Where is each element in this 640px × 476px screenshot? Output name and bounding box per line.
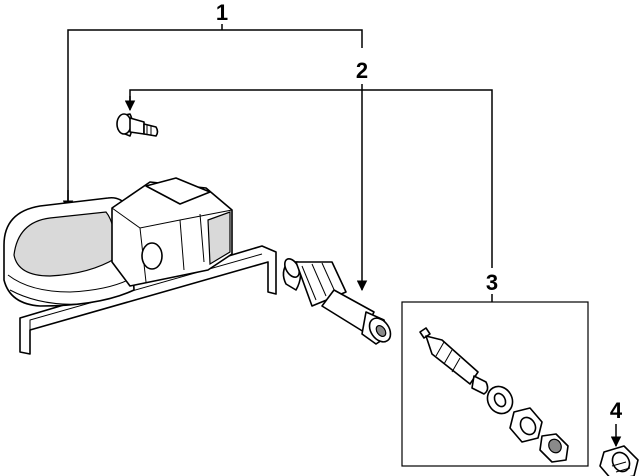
sensor-screw: [116, 113, 159, 137]
callout-2-group: 2: [124, 58, 493, 292]
valve-service-kit: [419, 327, 569, 463]
callout-1-leader: [67, 29, 363, 210]
callout-1-label: 1: [216, 0, 228, 25]
callout-3-group: 3: [401, 270, 589, 467]
callout-2-label: 2: [356, 58, 368, 83]
callout-1-group: 1: [62, 0, 363, 212]
service-kit-box: [401, 301, 589, 467]
valve-cap: [599, 445, 639, 476]
valve-stem: [282, 258, 392, 345]
tpms-sensor: [3, 177, 277, 355]
callout-4-label: 4: [610, 398, 623, 423]
callout-3-label: 3: [486, 270, 498, 295]
callout-4-group: 4: [610, 398, 623, 448]
